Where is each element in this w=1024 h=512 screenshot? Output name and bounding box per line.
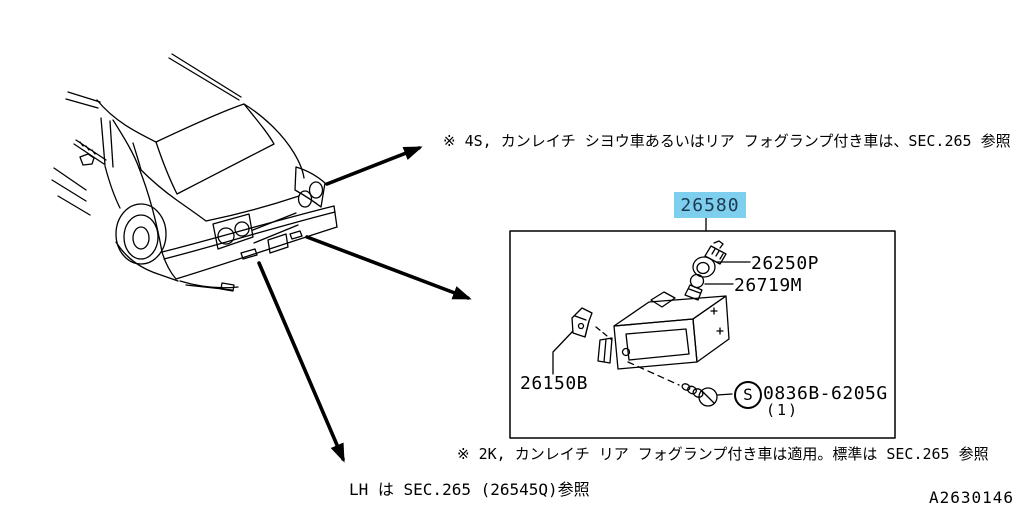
leader-26150B (552, 330, 574, 375)
detail-box-border (509, 230, 896, 439)
part-number-screw: 0836B-6205G (763, 383, 888, 404)
detail-box (509, 217, 896, 439)
diagram-code: A2630146 (929, 488, 1015, 507)
dash-housing-to-screw (627, 361, 680, 386)
car-side-mirror (79, 153, 95, 166)
socket-drawing (692, 240, 751, 278)
car-rear-window (155, 103, 275, 195)
car-exhaust-tip (220, 282, 235, 292)
note-lh-reference: LH は SEC.265 (26545Q)参照 (349, 480, 590, 499)
fog-lamp-housing-drawing (597, 291, 730, 370)
car-left-taillight (212, 213, 254, 250)
pointer-arrows (257, 146, 472, 463)
car-fog-lamp-slot-left (240, 248, 258, 260)
part-number-26719M: 26719M (734, 275, 803, 296)
screw-quantity: (1) (766, 401, 800, 419)
car-right-taillight (294, 166, 326, 208)
car-rear-bumper (161, 205, 338, 280)
arrow-to-top-note (325, 146, 423, 186)
arrow-to-detail-box (305, 235, 472, 300)
bulb-drawing (684, 273, 734, 301)
screw-drawing (627, 361, 733, 407)
car-illustration (51, 53, 338, 292)
car-rear-wheel (115, 203, 167, 265)
note-bottom: ※ 2K, カンレイチ リア フォグランプ付き車は適用。標準は SEC.265 … (457, 445, 989, 463)
leader-screw (716, 393, 733, 396)
standard-part-s-icon: S (734, 381, 762, 409)
arrow-to-lh-note (257, 261, 345, 463)
car-trunk (205, 195, 300, 222)
part-number-26250P: 26250P (751, 253, 820, 274)
dash-bracket-to-housing (595, 326, 613, 341)
car-antenna (168, 53, 242, 101)
part-number-26150B: 26150B (520, 373, 589, 394)
note-top: ※ 4S, カンレイチ シヨウ車あるいはリア フォグランプ付き車は、SEC.26… (443, 132, 1011, 150)
car-fog-lamp-slot-right (289, 230, 303, 240)
bracket-drawing (552, 307, 613, 375)
part-number-26580-highlighted[interactable]: 26580 (674, 192, 746, 218)
